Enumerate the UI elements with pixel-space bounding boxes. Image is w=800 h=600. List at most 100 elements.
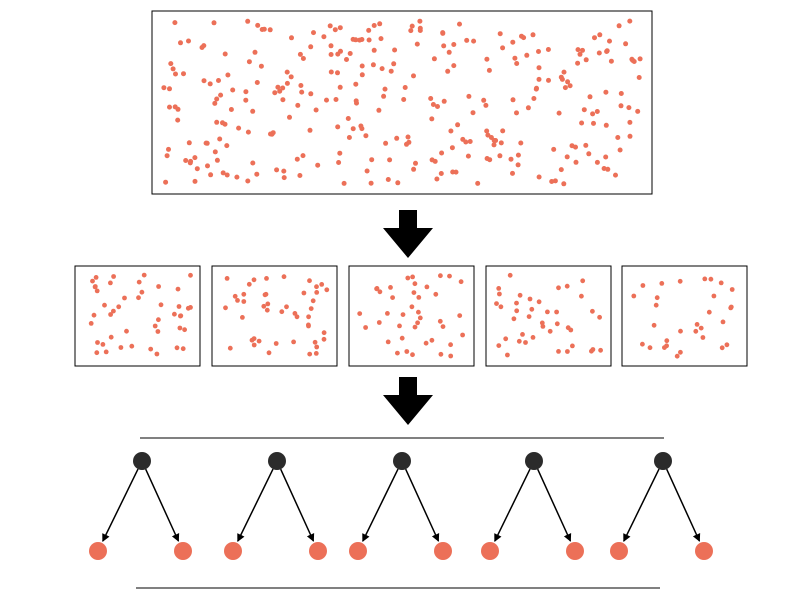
data-point	[337, 84, 343, 90]
data-point	[357, 37, 363, 43]
data-point	[321, 330, 327, 336]
data-point	[561, 181, 567, 187]
data-point	[225, 72, 231, 78]
data-point	[627, 119, 633, 125]
data-point	[308, 306, 314, 311]
data-point	[275, 84, 281, 90]
tree-leaf-node	[481, 542, 499, 560]
data-point	[178, 40, 183, 46]
data-point	[551, 146, 557, 152]
subsample-frame	[621, 265, 748, 367]
data-point	[261, 26, 267, 32]
data-point	[222, 121, 228, 127]
data-point	[297, 173, 303, 178]
data-point	[438, 273, 443, 279]
data-point	[272, 90, 278, 96]
data-point	[508, 156, 514, 162]
data-point	[266, 350, 272, 356]
data-point	[583, 57, 589, 63]
data-point	[385, 177, 391, 182]
data-point	[463, 139, 469, 145]
data-point	[378, 36, 384, 42]
data-point	[598, 347, 603, 353]
data-point	[194, 166, 200, 172]
data-point	[222, 51, 228, 57]
data-point	[172, 311, 177, 317]
data-point	[510, 39, 516, 45]
data-point	[491, 142, 497, 148]
data-point	[214, 119, 220, 125]
data-point	[298, 83, 304, 88]
data-point	[158, 302, 164, 308]
data-point	[324, 97, 329, 103]
data-point	[175, 117, 181, 123]
data-point	[256, 338, 262, 344]
subsample-points	[357, 273, 465, 359]
data-point	[449, 145, 455, 151]
data-point	[306, 323, 311, 329]
data-point	[295, 102, 301, 108]
data-point	[167, 86, 172, 92]
data-point	[591, 120, 596, 126]
data-point	[554, 321, 560, 327]
data-point	[281, 175, 287, 181]
data-point	[556, 110, 562, 116]
data-point	[350, 126, 356, 132]
data-point	[525, 105, 531, 111]
data-point	[245, 129, 251, 135]
data-point	[536, 174, 542, 180]
data-point	[172, 104, 178, 110]
tree-leaf-node	[695, 542, 713, 560]
data-point	[529, 306, 535, 312]
data-point	[512, 55, 518, 61]
data-point	[481, 97, 487, 103]
data-point	[605, 166, 611, 172]
data-point	[484, 128, 490, 134]
data-point	[250, 108, 256, 114]
data-point	[536, 65, 542, 71]
data-point	[434, 176, 440, 182]
data-point	[526, 314, 532, 319]
data-point	[694, 322, 700, 327]
data-point	[341, 180, 347, 186]
data-point	[172, 20, 178, 26]
data-point	[374, 286, 379, 292]
data-point	[124, 328, 129, 334]
data-point	[428, 96, 434, 101]
data-point	[518, 140, 524, 146]
tree-edge	[102, 468, 139, 542]
data-point	[448, 342, 453, 348]
data-point	[447, 273, 452, 279]
data-point	[267, 27, 273, 33]
data-point	[364, 168, 370, 174]
data-point	[597, 314, 602, 320]
data-point	[626, 105, 632, 111]
data-point	[547, 328, 553, 334]
data-point	[307, 351, 313, 357]
data-point	[558, 74, 564, 80]
data-point	[246, 59, 252, 65]
data-point	[483, 102, 489, 108]
data-point	[224, 276, 230, 281]
decision-tree	[610, 452, 713, 560]
data-point	[432, 158, 438, 164]
data-point	[500, 128, 506, 134]
data-point	[116, 304, 122, 310]
data-point	[516, 338, 522, 344]
data-point	[345, 116, 351, 121]
data-point	[308, 44, 314, 50]
data-point	[288, 74, 294, 80]
tree-edge	[280, 468, 315, 542]
data-point	[719, 345, 725, 351]
data-point	[647, 345, 653, 351]
data-point	[510, 97, 516, 103]
tree-leaf-node	[566, 542, 584, 560]
tree-leaf-node	[224, 542, 242, 560]
data-point	[297, 51, 303, 57]
data-point	[573, 159, 579, 165]
data-point	[587, 94, 593, 100]
data-point	[314, 290, 320, 295]
data-point	[728, 305, 734, 311]
subsample-frame	[211, 265, 338, 367]
population-points	[161, 18, 643, 187]
